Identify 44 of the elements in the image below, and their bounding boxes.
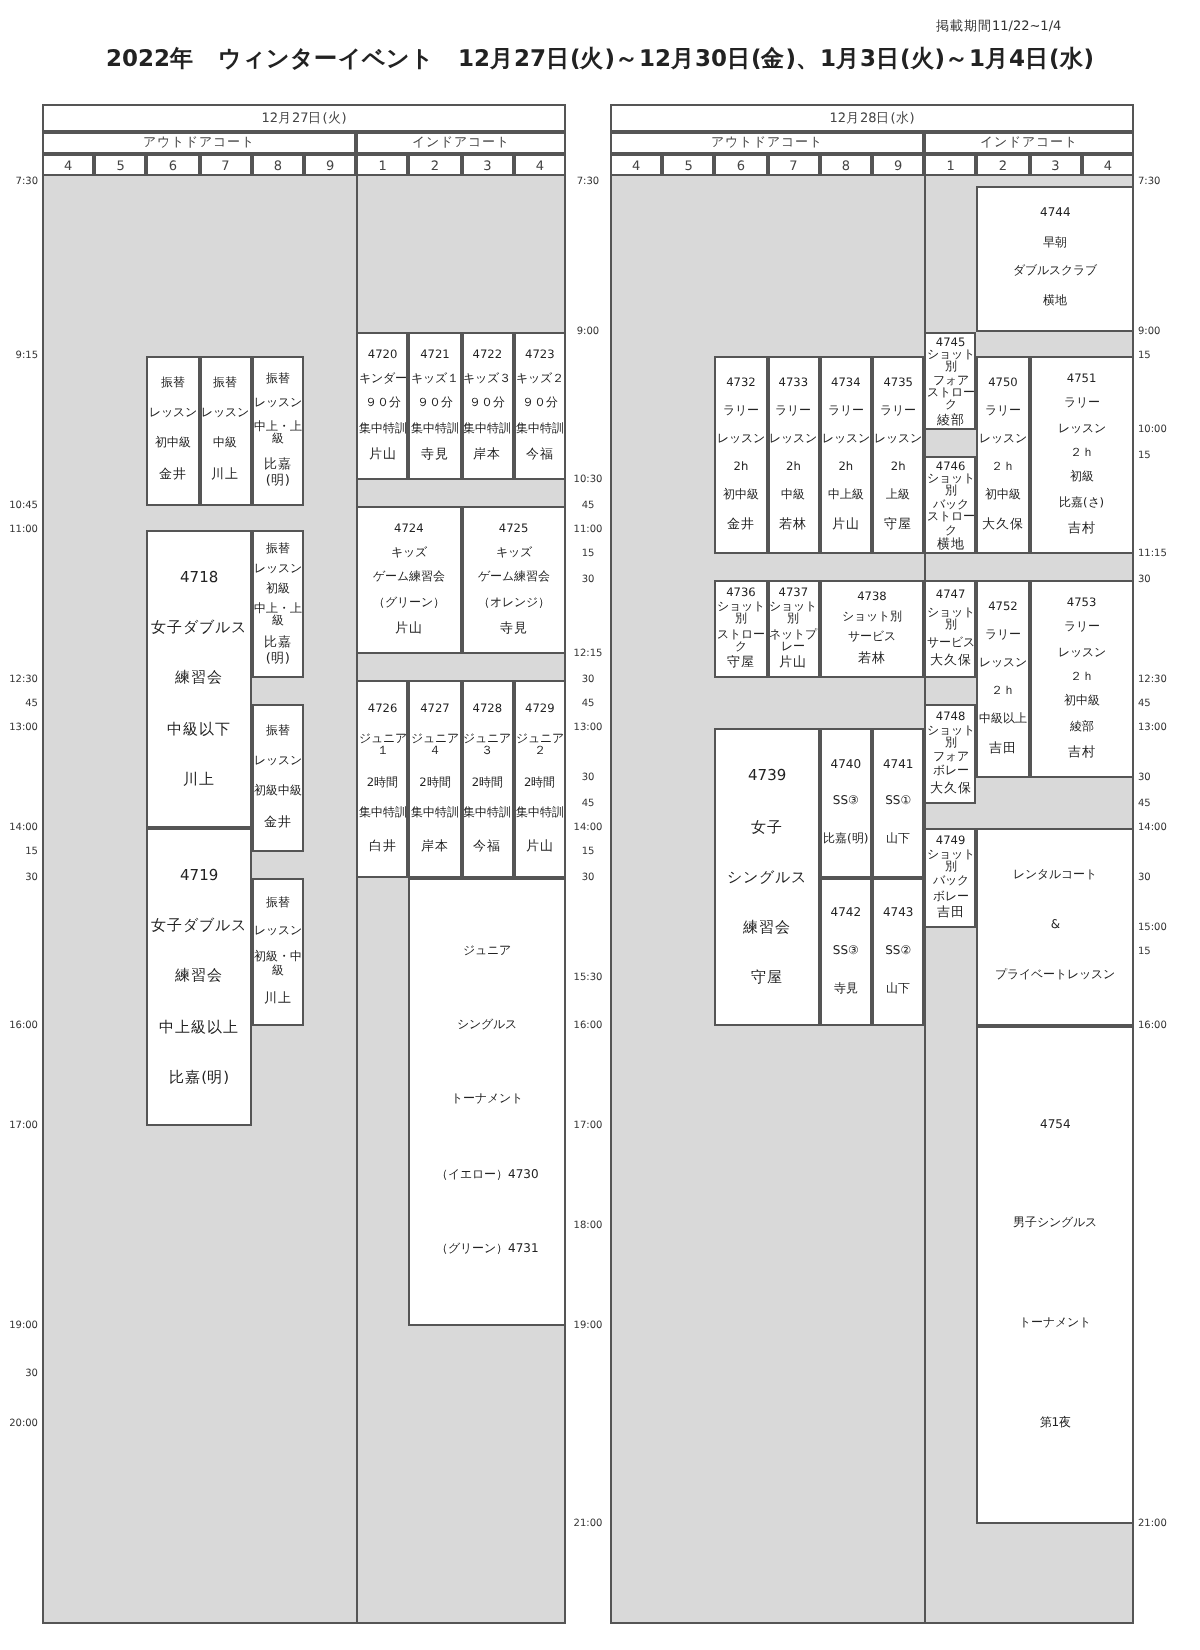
event-box [819,877,872,1027]
event-box [356,679,409,878]
event-box [872,728,925,878]
event-box [356,331,409,481]
event-box [924,828,977,928]
event-box [408,877,566,1326]
event-box [146,828,252,1127]
event-box [408,679,462,878]
event-box [461,505,566,655]
event-box [251,355,304,506]
event-box [714,355,768,555]
event-box [924,455,977,555]
title: 2022年 ウィンターイベント 12月27日(火)～12月30日(金)、1月3日(火)～1月4日(水) [103,44,1097,76]
event-box [356,505,462,655]
event-box [976,579,1030,779]
event-box [1029,579,1134,779]
event-box [872,355,925,555]
event-box [146,355,200,506]
event-box [976,186,1134,332]
event-box [819,355,872,555]
event-box [513,331,566,481]
event-box [924,331,977,431]
event-box [976,355,1030,555]
event-box [251,529,304,679]
event-box [146,529,252,829]
event-box [767,355,820,555]
event-box [976,828,1134,1027]
event-box [872,877,925,1027]
event-box [251,877,304,1027]
event-box [461,679,514,878]
event-box [924,703,977,804]
event-box [924,579,977,679]
event-box [819,728,872,878]
event-box [976,1026,1134,1524]
event-box [714,728,820,1027]
event-box [461,331,514,481]
event-box [714,579,768,679]
event-box [199,355,252,506]
event-box [767,579,820,679]
event-box [251,703,304,853]
event-box [513,679,566,878]
event-box [819,579,925,679]
event-box [408,331,462,481]
event-box [1029,355,1134,555]
